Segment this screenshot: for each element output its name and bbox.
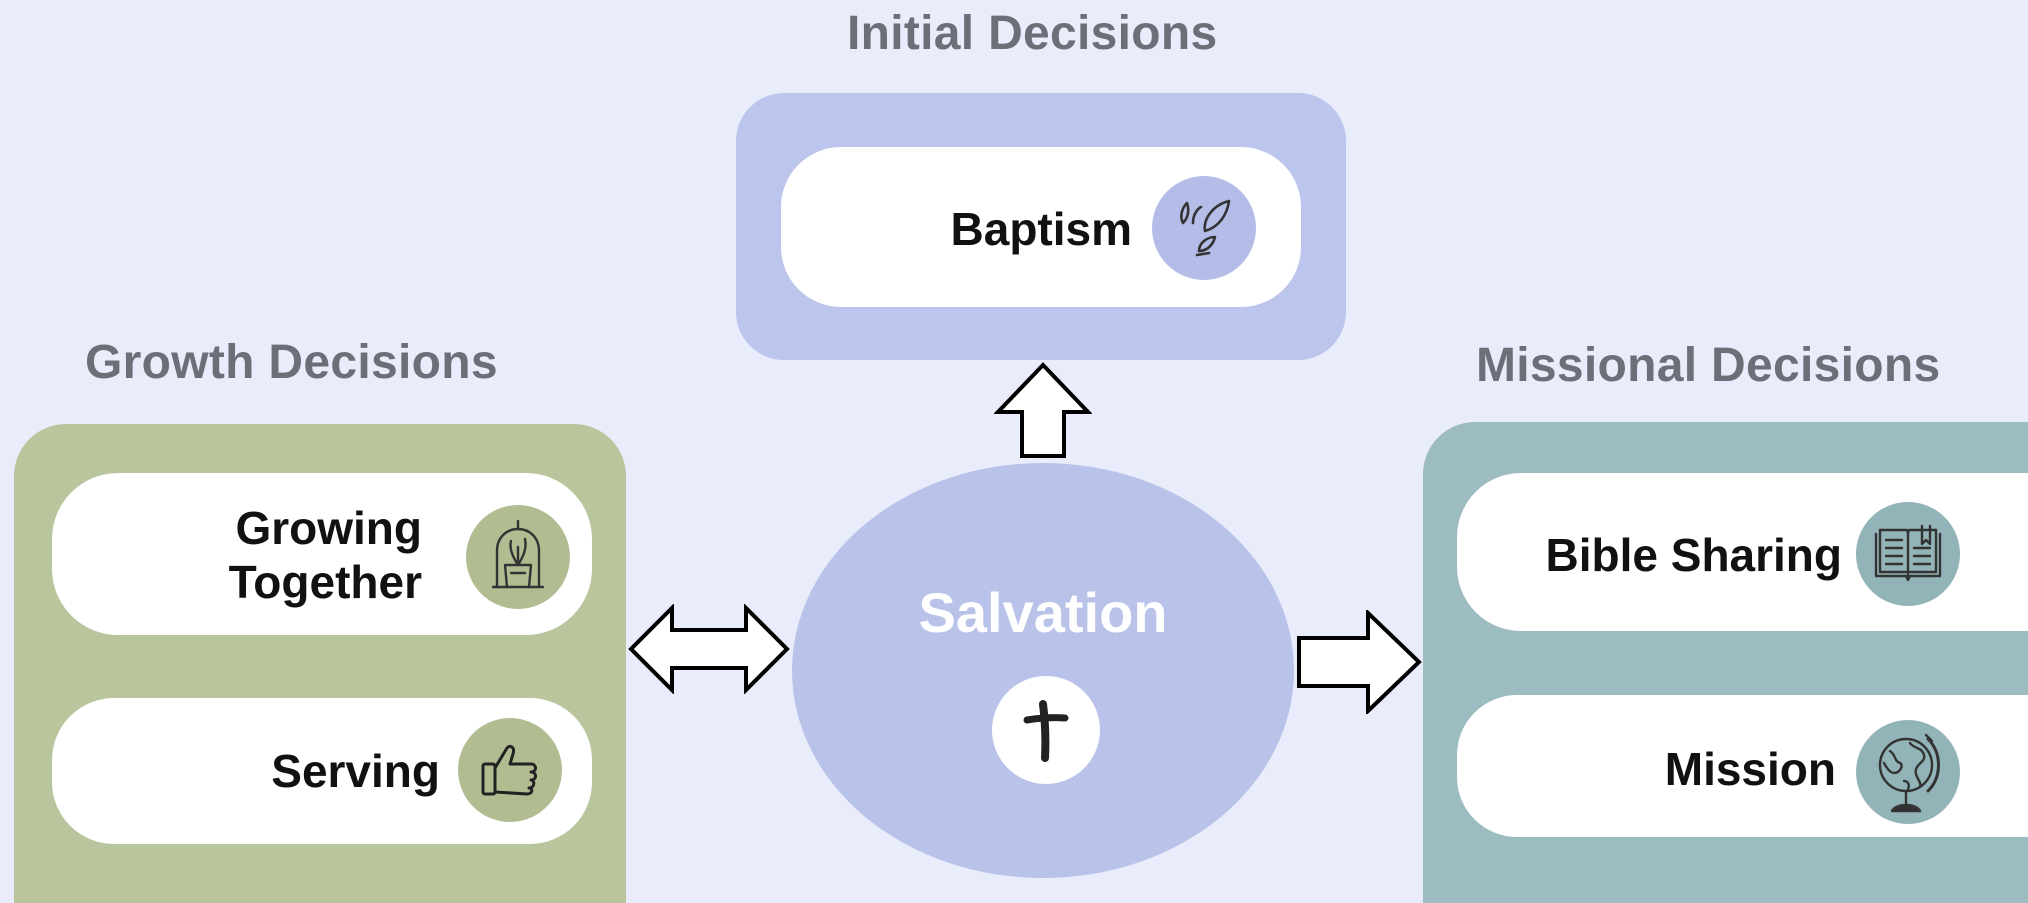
right-arrow — [1297, 610, 1422, 714]
globe-icon — [1856, 720, 1960, 824]
missional-decisions-title: Missional Decisions — [1476, 339, 1941, 392]
growing-together-label: Growing Together — [228, 502, 422, 608]
potted-plant-icon — [466, 505, 570, 609]
thumbs-up-icon — [458, 718, 562, 822]
cross-icon — [992, 676, 1100, 784]
salvation-label: Salvation — [918, 581, 1168, 644]
open-book-icon — [1856, 502, 1960, 606]
serving-label: Serving — [271, 745, 440, 797]
bible-sharing-label: Bible Sharing — [1545, 529, 1842, 581]
growth-decisions-title: Growth Decisions — [85, 336, 498, 389]
baptism-label: Baptism — [950, 203, 1132, 255]
initial-decisions-title: Initial Decisions — [847, 7, 1218, 60]
salvation-node — [792, 463, 1294, 878]
bidirectional-arrow — [628, 604, 790, 694]
up-arrow — [994, 362, 1092, 458]
mission-label: Mission — [1664, 743, 1836, 795]
water-drops-icon — [1152, 176, 1256, 280]
